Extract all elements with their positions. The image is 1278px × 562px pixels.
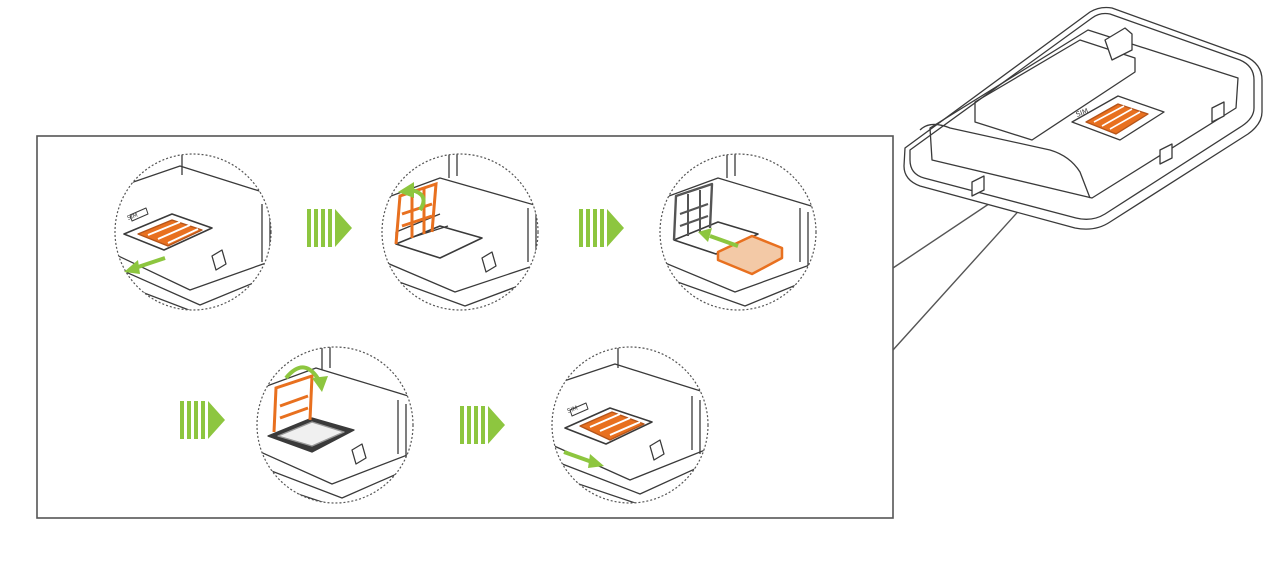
step-1-slide-open — [114, 153, 272, 311]
step-3-insert-sim — [659, 153, 817, 311]
step-4-cover — [272, 373, 314, 433]
step-1-slide-arrow — [124, 256, 166, 274]
device-overview — [903, 6, 1263, 230]
step-3-insert-arrow — [698, 228, 739, 248]
step-5-sim-label: SIM — [566, 405, 579, 415]
device-sim-label: SIM — [1075, 107, 1090, 119]
steps-frame — [36, 135, 894, 519]
step-5-slide-lock — [551, 346, 709, 504]
step-4-close-arrow — [284, 365, 328, 392]
step-1-sim-label: SIM — [126, 212, 139, 222]
step-2-lift-arrow — [398, 182, 426, 212]
step-5-slide-arrow — [563, 450, 604, 468]
